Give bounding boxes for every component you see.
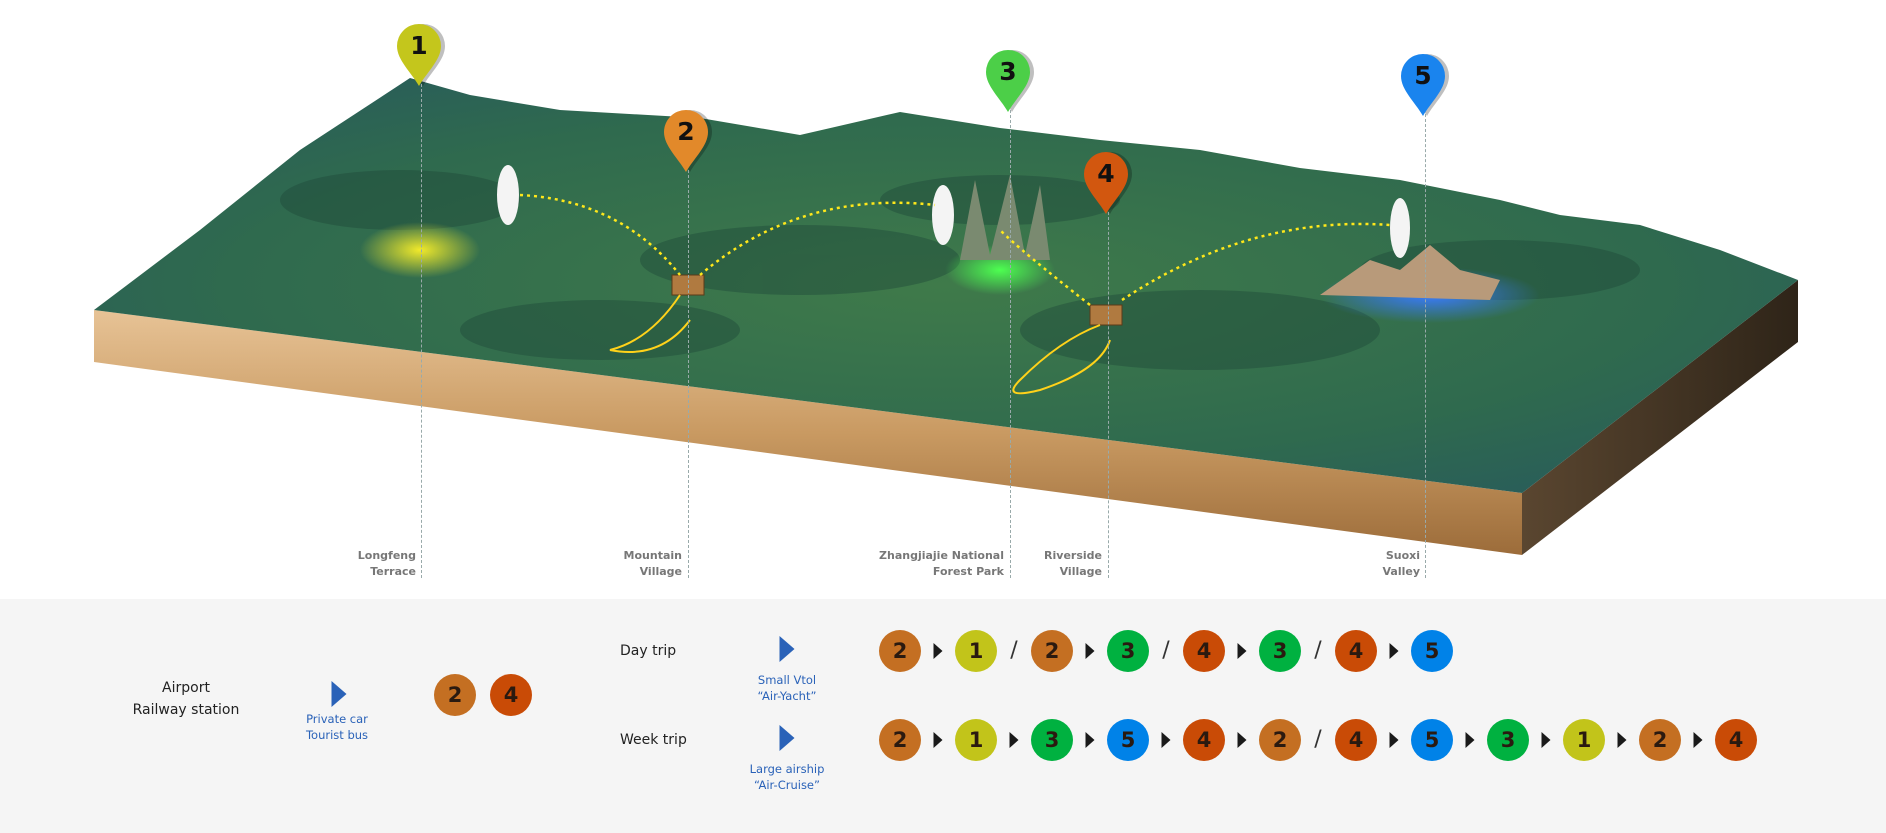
stop-3: 3 (1107, 630, 1149, 672)
route-arrow-icon (1161, 732, 1171, 748)
tourist-bus-label: Tourist bus (305, 728, 369, 742)
stop-3: 3 (1031, 719, 1073, 761)
route-separator: / (1314, 727, 1322, 752)
entry-stop-4: 4 (490, 674, 532, 716)
pin-number: 1 (410, 31, 428, 60)
place-label-line: Valley (1382, 565, 1420, 578)
vehicle-label: Large airship “Air-Cruise” (750, 761, 825, 793)
pin-number: 4 (1097, 159, 1115, 188)
stop-4: 4 (1335, 630, 1377, 672)
route-arrow-icon (1085, 732, 1095, 748)
route-arrow-icon (1693, 732, 1703, 748)
place-label-line: Mountain (623, 549, 682, 562)
map-pin-4[interactable]: 4 (1082, 150, 1134, 220)
route-arrow-icon (933, 732, 943, 748)
transport-legend-panel: Airport Railway station Private car Tour… (0, 599, 1886, 833)
week-trip-label: Week trip (620, 732, 687, 748)
map-pin-icon (1401, 54, 1449, 116)
pin-number: 2 (677, 117, 695, 146)
route-arrow-icon (1465, 732, 1475, 748)
route-arrow-icon (1389, 643, 1399, 659)
map-pin-icon (664, 110, 712, 172)
pin-leader-line (1010, 110, 1011, 578)
play-arrow-icon (779, 725, 795, 751)
place-label-line: Forest Park (932, 565, 1004, 578)
route-arrow-icon (1617, 732, 1627, 748)
map-pin-3[interactable]: 3 (984, 48, 1036, 118)
pin-number: 5 (1414, 61, 1432, 90)
stop-3: 3 (1487, 719, 1529, 761)
route-arrow-icon (1237, 643, 1247, 659)
terrain-map (94, 78, 1798, 555)
map-pin-1[interactable]: 1 (395, 22, 447, 92)
stop-1: 1 (955, 719, 997, 761)
route-arrow-icon (1541, 732, 1551, 748)
map-pin-2[interactable]: 2 (662, 108, 714, 178)
place-label-line: Village (1059, 565, 1102, 578)
stop-2: 2 (879, 630, 921, 672)
stop-2: 2 (1639, 719, 1681, 761)
route-separator: / (1162, 638, 1170, 663)
railway-station-label: Railway station (132, 702, 240, 718)
stop-4: 4 (1183, 719, 1225, 761)
stop-5: 5 (1107, 719, 1149, 761)
place-label-line: Village (639, 565, 682, 578)
play-arrow-icon (331, 681, 347, 707)
map-pin-icon (1084, 152, 1132, 214)
vehicle-name: Large airship (749, 762, 825, 776)
stop-4: 4 (1335, 719, 1377, 761)
place-label-line: Suoxi (1385, 549, 1420, 562)
map-pin-icon (986, 50, 1034, 112)
private-car-label: Private car (306, 712, 368, 726)
stop-2: 2 (1031, 630, 1073, 672)
route-separator: / (1314, 638, 1322, 663)
day-trip-label: Day trip (620, 643, 677, 659)
vehicle-nickname: “Air-Cruise” (754, 778, 820, 792)
start-points: Airport Railway station (110, 677, 262, 721)
terrain-block (94, 78, 1798, 555)
vehicle-nickname: “Air-Yacht” (757, 689, 817, 703)
place-label-line: Terrace (370, 565, 416, 578)
stop-1: 1 (955, 630, 997, 672)
stop-5: 5 (1411, 719, 1453, 761)
airport-label: Airport (162, 680, 210, 696)
route-separator: / (1010, 638, 1018, 663)
stop-4: 4 (1183, 630, 1225, 672)
pin-leader-line (421, 84, 422, 578)
route-arrow-icon (1389, 732, 1399, 748)
pin-number: 3 (999, 57, 1017, 86)
stop-5: 5 (1411, 630, 1453, 672)
entry-stop-2: 2 (434, 674, 476, 716)
map-pin-icon (397, 24, 445, 86)
ground-transport: Private car Tourist bus (306, 711, 368, 743)
route-arrow-icon (1009, 732, 1019, 748)
stop-2: 2 (1259, 719, 1301, 761)
pin-leader-line (1425, 114, 1426, 578)
route-arrow-icon (1085, 643, 1095, 659)
stop-2: 2 (879, 719, 921, 761)
stop-4: 4 (1715, 719, 1757, 761)
place-label-line: Longfeng (357, 549, 416, 562)
vehicle-label: Small Vtol “Air-Yacht” (758, 672, 817, 704)
vehicle-name: Small Vtol (757, 673, 817, 687)
play-arrow-icon (779, 636, 795, 662)
stop-3: 3 (1259, 630, 1301, 672)
pin-leader-line (688, 170, 689, 578)
place-label-line: Riverside (1044, 549, 1102, 562)
route-arrow-icon (1237, 732, 1247, 748)
stop-1: 1 (1563, 719, 1605, 761)
pin-leader-line (1108, 212, 1109, 578)
route-arrow-icon (933, 643, 943, 659)
map-pin-5[interactable]: 5 (1399, 52, 1451, 122)
place-label-line: Zhangjiajie National (879, 549, 1004, 562)
